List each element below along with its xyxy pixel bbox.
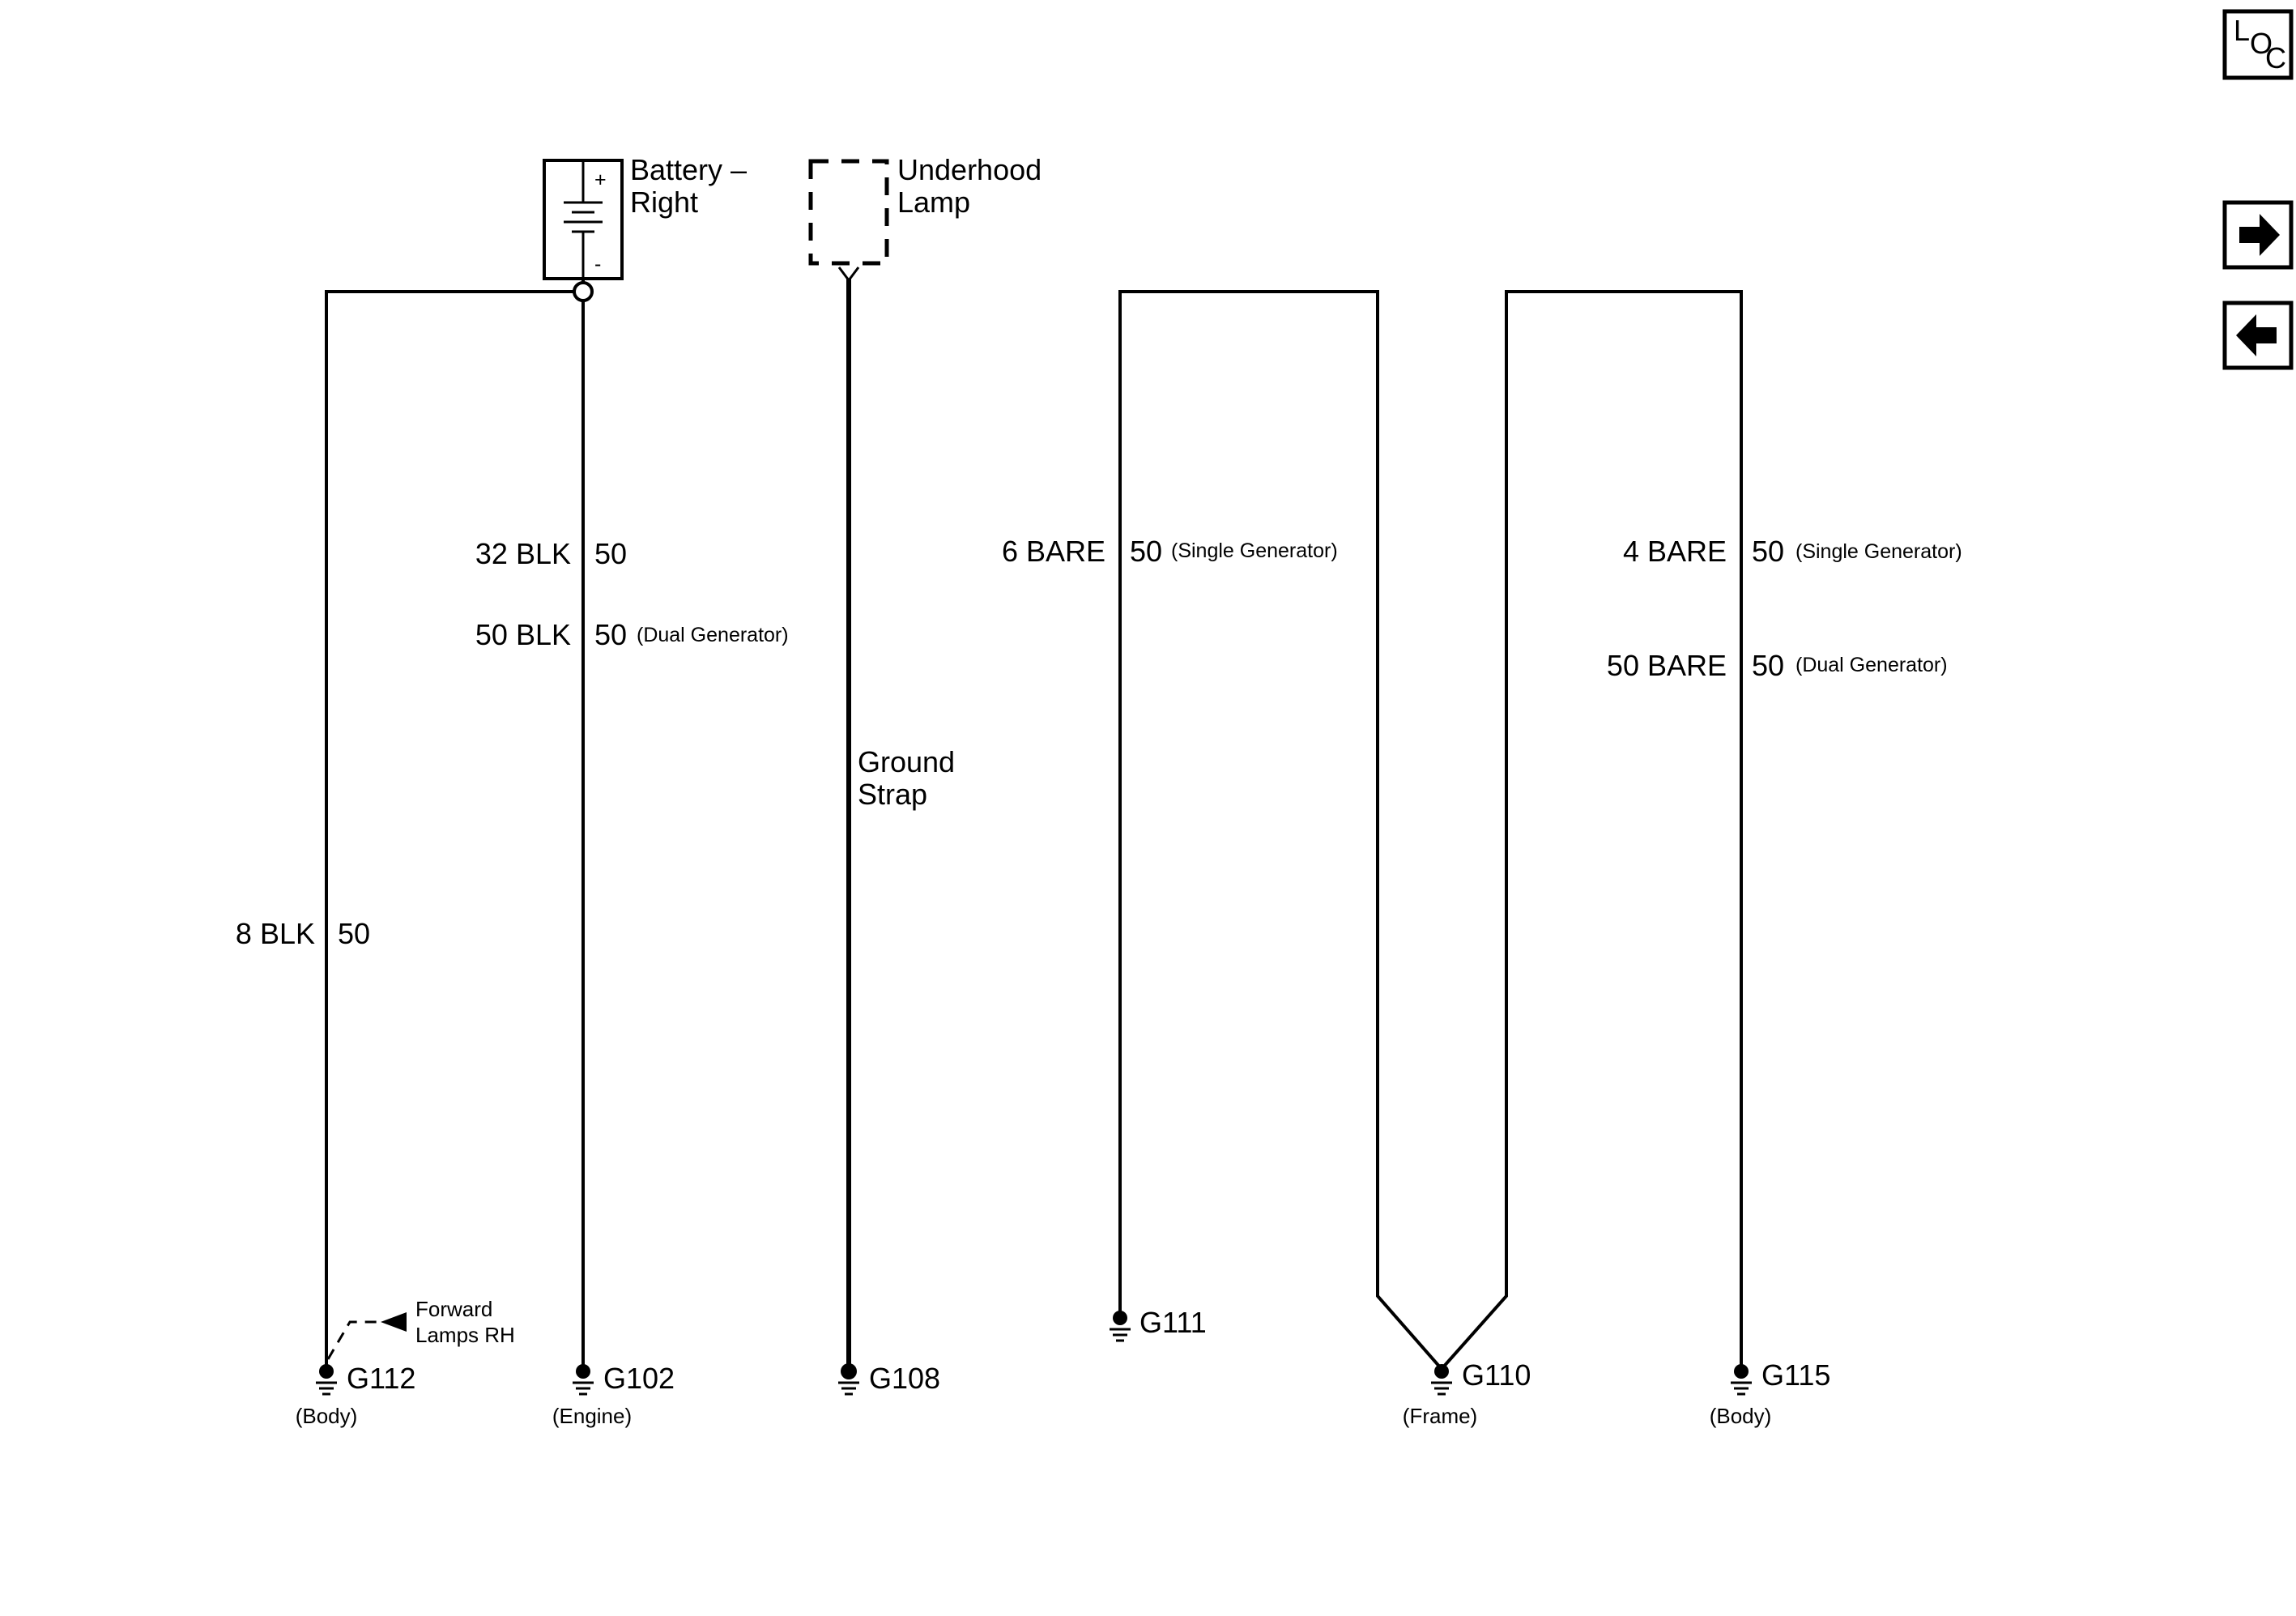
wire-8-blk: 8 BLK 50	[236, 290, 574, 1369]
locator-letter-c: C	[2265, 41, 2286, 75]
ground-g115-id: G115	[1761, 1358, 1830, 1392]
wire-4-bare-circuit: 50	[1752, 535, 1784, 568]
battery-label-line1: Battery –	[630, 153, 747, 186]
wire-50-blk-circuit: 50	[594, 618, 627, 651]
arrow-left-icon	[2236, 314, 2277, 356]
ground-strap: Ground Strap	[846, 279, 955, 1369]
ground-g112: G112 (Body)	[296, 1362, 416, 1428]
wire-50-blk-label: 50 BLK	[475, 618, 571, 651]
wire-6-bare: 6 BARE 50 (Single Generator)	[1002, 290, 1443, 1371]
ground-g112-id: G112	[347, 1362, 415, 1395]
ground-g110-id: G110	[1462, 1358, 1531, 1392]
ground-g102-id: G102	[603, 1362, 675, 1395]
wire-32-blk: 32 BLK 50 50 BLK 50 (Dual Generator)	[475, 301, 789, 1369]
ground-g111-id: G111	[1139, 1306, 1207, 1339]
ground-g110-location: (Frame)	[1403, 1404, 1477, 1428]
forward-lamps-rh-reference: Forward Lamps RH	[326, 1297, 515, 1360]
wire-8-blk-circuit: 50	[338, 917, 370, 950]
ground-strap-label-line2: Strap	[858, 778, 927, 811]
battery-right: + - Battery – Right	[543, 153, 747, 280]
wire-32-blk-label: 32 BLK	[475, 537, 571, 570]
wire-4-bare: 4 BARE 50 (Single Generator) 50 BARE 50 …	[1440, 290, 1962, 1371]
battery-minus-sign: -	[594, 253, 601, 275]
next-page-button[interactable]	[2222, 200, 2294, 270]
battery-label-line2: Right	[630, 185, 698, 219]
underhood-lamp: Underhood Lamp	[808, 153, 1042, 283]
wire-50-bare-circuit: 50	[1752, 649, 1784, 682]
previous-page-button[interactable]	[2222, 301, 2294, 370]
ground-g108: G108	[838, 1362, 940, 1396]
wire-50-blk-note: (Dual Generator)	[637, 624, 789, 646]
component-locator-button[interactable]: L O C	[2222, 9, 2294, 80]
ground-g115: G115 (Body)	[1710, 1358, 1831, 1428]
ground-strap-label-line1: Ground	[858, 745, 955, 778]
wire-6-bare-label: 6 BARE	[1002, 535, 1105, 568]
underhood-lamp-label-line2: Lamp	[897, 185, 970, 219]
ground-g102-location: (Engine)	[552, 1404, 632, 1428]
ground-g115-location: (Body)	[1710, 1404, 1772, 1428]
wire-50-bare-note: (Dual Generator)	[1795, 654, 1948, 676]
wire-4-bare-label: 4 BARE	[1623, 535, 1727, 568]
locator-letter-o: O	[2250, 27, 2273, 60]
wire-4-bare-note: (Single Generator)	[1795, 540, 1962, 563]
battery-terminal-splice	[573, 281, 594, 302]
ground-g111: G111	[1110, 1306, 1207, 1342]
battery-plus-sign: +	[594, 168, 607, 191]
ground-g108-id: G108	[869, 1362, 940, 1395]
wire-32-blk-circuit: 50	[594, 537, 627, 570]
ground-g102: G102 (Engine)	[552, 1362, 675, 1428]
ground-g110: G110 (Frame)	[1403, 1358, 1531, 1428]
wire-50-bare-label: 50 BARE	[1607, 649, 1727, 682]
forward-lamps-label-line1: Forward	[415, 1297, 492, 1321]
wire-6-bare-circuit: 50	[1130, 535, 1162, 568]
wire-6-bare-note: (Single Generator)	[1171, 539, 1338, 562]
arrow-right-icon	[2239, 214, 2280, 256]
underhood-lamp-label-line1: Underhood	[897, 153, 1042, 186]
forward-lamps-label-line2: Lamps RH	[415, 1323, 515, 1347]
ground-g112-location: (Body)	[296, 1404, 358, 1428]
locator-letter-l: L	[2234, 14, 2250, 47]
wire-8-blk-label: 8 BLK	[236, 917, 315, 950]
